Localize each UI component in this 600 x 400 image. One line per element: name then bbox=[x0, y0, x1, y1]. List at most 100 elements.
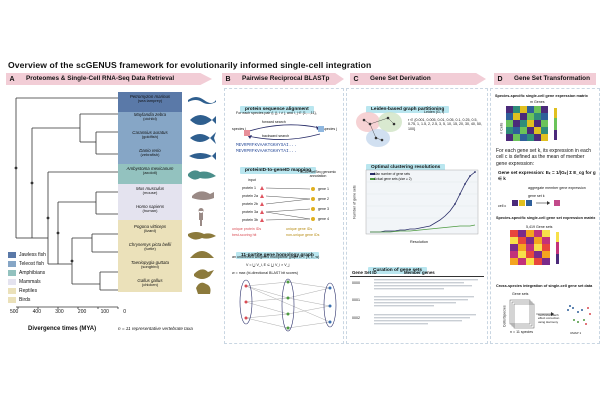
axis-ticks: 500 400 300 200 100 0 bbox=[10, 309, 126, 315]
legend-item: Mammals bbox=[8, 279, 41, 285]
cichlid-icon bbox=[190, 115, 216, 125]
graph-line-3: w = max (bi-directional BLAST bit scores… bbox=[232, 271, 298, 275]
graph-line-1: an undirected weighted multipartite grap… bbox=[232, 255, 320, 259]
graph-line-2: V = ⋃ V_i, E ⊆ ⋃ V_i × V_j bbox=[246, 263, 290, 267]
protein-label: protein 2a bbox=[242, 194, 258, 198]
blast-arrows bbox=[244, 124, 324, 140]
figure-title: Overview of the scGENUS framework for ev… bbox=[8, 60, 372, 70]
axis-tick: 400 bbox=[32, 309, 41, 315]
legend-swatch bbox=[8, 252, 16, 258]
cell-c-label: cell c bbox=[498, 204, 507, 208]
key-unique-protein: unique protein IDs bbox=[232, 227, 262, 231]
gene-set-heatmap bbox=[510, 230, 559, 265]
legend-swatch bbox=[8, 261, 16, 267]
expression-heatmap bbox=[506, 106, 557, 141]
col-gene-set-id: Gene Set ID bbox=[352, 270, 377, 275]
species-i-label: species i bbox=[232, 127, 246, 131]
axis-tick: 200 bbox=[77, 309, 87, 315]
x-axis-label: Resolution bbox=[410, 240, 428, 244]
legend-item: Teleost fish bbox=[8, 261, 44, 267]
leiden-equation: Leiden (G, r) bbox=[424, 110, 445, 114]
gs-matrix-title: Species-specific single-cell gene set ex… bbox=[496, 216, 596, 220]
gene-set-formula: Gene set expression: Eₖ = 1/|Gₖ| Σ E_cg … bbox=[498, 170, 596, 181]
axis-label: Divergence times (MYA) bbox=[28, 326, 97, 332]
cells-label: n Cells bbox=[499, 122, 504, 134]
ncbi-label: NCBI RefSeq genomic annotation bbox=[299, 170, 337, 179]
section-label-a: Proteomes & Single-Cell RNA-Seq Data Ret… bbox=[18, 73, 212, 85]
chicken-icon bbox=[196, 282, 211, 294]
section-header-b: B Pairwise Reciprocal BLASTp bbox=[222, 73, 344, 85]
optimal-header: Optimal clustering resolutions bbox=[366, 155, 446, 173]
band-amphibian bbox=[118, 164, 182, 184]
umap-label: UMAP 1 bbox=[570, 331, 582, 335]
taxon-label: Gallus gallus(chicken) bbox=[137, 278, 163, 288]
taxon-label: Taeniopygia guttata(songbird) bbox=[130, 260, 170, 270]
input-label: input bbox=[248, 178, 256, 182]
legend-swatch bbox=[8, 297, 16, 303]
protein-label: protein 3a bbox=[242, 210, 258, 214]
legend-swatch bbox=[8, 288, 16, 294]
band-jawless bbox=[118, 92, 182, 112]
section-letter-c: C bbox=[350, 73, 362, 85]
aggregation-row bbox=[512, 200, 560, 206]
actual-gene-sets-line bbox=[370, 224, 476, 233]
gene-label: gene 3 bbox=[318, 207, 329, 211]
sequence-1: MEVRPRFKVAAKTGKHYSAI... bbox=[236, 143, 297, 148]
legend-swatch bbox=[8, 270, 16, 276]
legend-item: Amphibians bbox=[8, 270, 45, 276]
band-sauropsid bbox=[118, 220, 182, 292]
panel-c bbox=[346, 88, 488, 344]
turtle-icon bbox=[190, 251, 214, 258]
songbird-icon bbox=[194, 269, 214, 279]
zebrafish-icon bbox=[189, 152, 216, 160]
psa-header: protein sequence alignment bbox=[240, 97, 314, 115]
section-label-b: Pairwise Reciprocal BLASTp bbox=[234, 73, 344, 85]
legend-item: Birds bbox=[8, 297, 30, 303]
gene-set-id: 0000 bbox=[352, 281, 360, 285]
gene-sets-label: Gene sets bbox=[512, 292, 529, 296]
gene-set-count: 5,419 Gene sets bbox=[526, 225, 553, 229]
key-nonunique-gene: non-unique gene IDs bbox=[286, 233, 320, 237]
legend-swatch bbox=[8, 279, 16, 285]
species-j-box bbox=[318, 126, 324, 132]
taxon-label: Maylandia zebra(cichlid) bbox=[133, 112, 167, 122]
protein-label: protein 1 bbox=[242, 186, 256, 190]
section-label-c: Gene Set Derivation bbox=[362, 73, 486, 85]
pair-text: For each species pair (i, j), i ≠ j, and… bbox=[236, 111, 317, 115]
backward-label: backward search bbox=[262, 134, 290, 138]
sequence-2: MEVRPRFKVAAKTGKHYTAI... bbox=[236, 149, 297, 154]
mouse-icon bbox=[192, 191, 214, 200]
y-axis-label: Number of gene sets bbox=[352, 185, 357, 219]
legend-series-2: Actual gene sets (size ≥ 2) bbox=[374, 177, 412, 181]
section-header-a: A Proteomes & Single-Cell RNA-Seq Data R… bbox=[6, 73, 212, 85]
curation-header: Curation of gene sets bbox=[368, 258, 428, 276]
protein-label: protein 2b bbox=[242, 202, 258, 206]
species-j-label: species j bbox=[323, 127, 337, 131]
phylogenetic-tree bbox=[14, 97, 118, 291]
human-icon bbox=[198, 208, 204, 226]
animal-silhouettes bbox=[188, 97, 216, 294]
max-gene-sets-line bbox=[370, 171, 476, 233]
species-i-box bbox=[244, 130, 250, 136]
axolotl-icon bbox=[188, 170, 216, 180]
legend-item: Jawless fish bbox=[8, 252, 46, 258]
section-letter-b: B bbox=[222, 73, 234, 85]
taxon-label: Homo sapiens(human) bbox=[135, 204, 165, 214]
gene-set-k-label: gene set k bbox=[528, 194, 545, 198]
taxon-label: Petromyzon marinus(sea lamprey) bbox=[129, 94, 171, 104]
graph-header: 11-partite gene homology graph bbox=[236, 243, 319, 261]
gene-set-id: 0001 bbox=[352, 298, 360, 302]
section-letter-d: D bbox=[494, 73, 506, 85]
taxa-note: n = 11 representative vertebrate taxa bbox=[118, 326, 193, 331]
lamprey-icon bbox=[188, 97, 216, 104]
section-letter-a: A bbox=[6, 73, 18, 85]
axis-tick: 500 bbox=[10, 309, 19, 315]
key-best-hit: best-scoring hit bbox=[232, 233, 257, 237]
matrix-title: Species-specific single-cell gene expres… bbox=[495, 94, 588, 98]
section-header-d: D Gene Set Transformation bbox=[494, 73, 596, 85]
panel-b bbox=[224, 88, 344, 344]
integration-diagram bbox=[509, 299, 591, 329]
colorbar bbox=[554, 108, 557, 140]
mapping-header: proteinID-to-geneID mapping bbox=[240, 158, 317, 176]
legend-item: Reptiles bbox=[8, 288, 37, 294]
